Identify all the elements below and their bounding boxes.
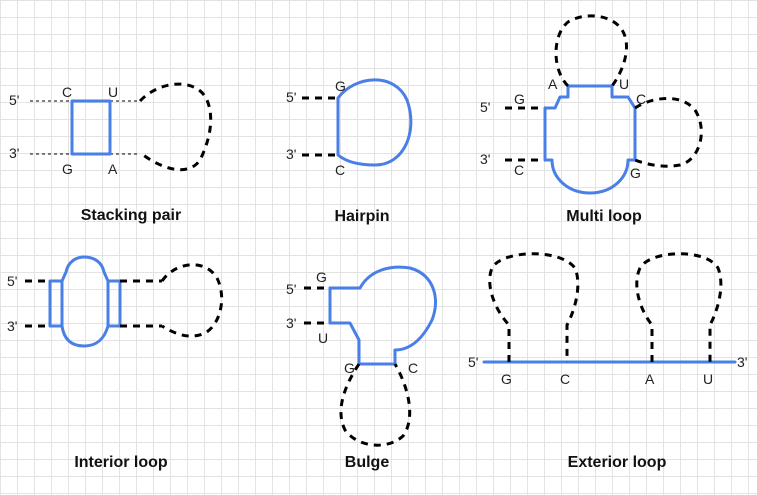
multi-loop-right-branch [634,96,703,168]
base-label: U [619,76,629,92]
base-label: A [645,371,655,387]
three-prime-label: 3' [7,318,17,334]
panel-stacking-pair: 5' 3' C U G A Stacking pair [9,82,213,224]
panel-caption: Hairpin [334,208,389,225]
base-label: G [514,91,525,107]
base-label: C [560,371,570,387]
five-prime-label: 5' [286,281,296,297]
multi-loop-strand [543,84,637,195]
base-label: U [703,371,713,387]
panel-caption: Exterior loop [568,454,667,471]
interior-loop-end-loop [160,263,224,338]
base-label: G [335,78,346,94]
bulge-lower-loop [339,363,412,447]
five-prime-label: 5' [480,99,490,115]
three-prime-label: 3' [737,354,747,370]
hairpin-loop [336,78,413,167]
base-label: A [108,161,118,177]
panel-caption: Multi loop [566,208,642,225]
panel-exterior-loop: 5' 3' G C A U Exterior loop [468,252,747,471]
base-label: G [316,269,327,285]
base-label: A [548,76,558,92]
bulge-strand [328,265,437,366]
panel-bulge: 5' 3' G U G C Bulge [286,265,437,471]
base-label: C [62,84,72,100]
stacking-pair-box [70,99,112,156]
three-prime-label: 3' [480,151,490,167]
base-label: C [335,162,345,178]
base-label: U [108,84,118,100]
panel-caption: Interior loop [74,454,168,471]
base-label: U [318,330,328,346]
base-label: C [408,360,418,376]
panel-caption: Stacking pair [81,207,181,224]
five-prime-label: 5' [7,273,17,289]
stacking-pair-loop [138,82,213,172]
exterior-hairpin-right [635,252,723,362]
base-label: G [344,360,355,376]
base-label: C [514,162,524,178]
base-label: G [630,165,641,181]
base-label: G [501,371,512,387]
five-prime-label: 5' [9,92,19,108]
panel-multi-loop: 5' 3' G C A U C G Multi loop [480,14,703,225]
multi-loop-top-branch [554,14,629,88]
base-label: C [636,91,646,107]
three-prime-label: 3' [286,146,296,162]
panel-hairpin: 5' 3' G C Hairpin [286,78,413,225]
five-prime-label: 5' [286,89,296,105]
three-prime-label: 3' [286,315,296,331]
five-prime-label: 5' [468,354,478,370]
three-prime-label: 3' [9,145,19,161]
base-label: G [62,161,73,177]
panel-interior-loop: 5' 3' Interior loop [7,255,224,471]
panel-caption: Bulge [345,454,390,471]
exterior-hairpin-left [488,252,580,362]
